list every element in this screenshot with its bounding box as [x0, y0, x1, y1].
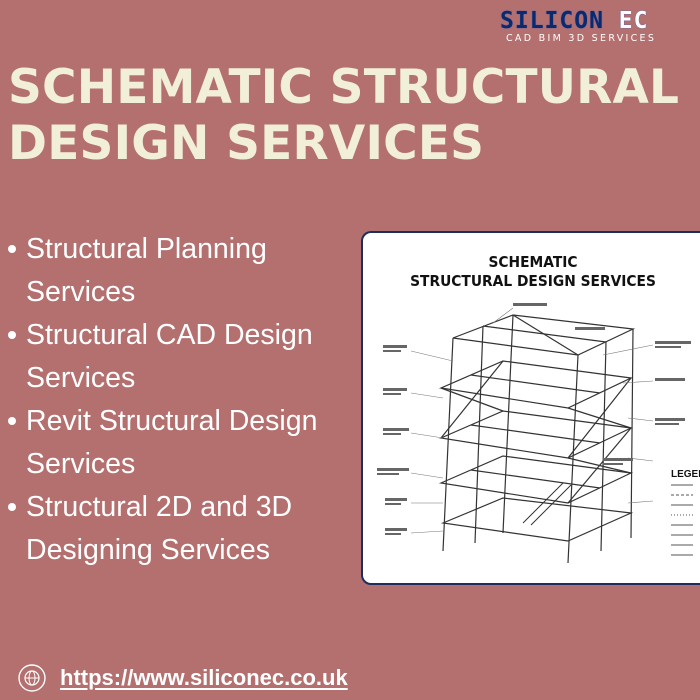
logo-mark-ec: EC	[618, 8, 649, 34]
service-item: Structural Planning Services	[6, 228, 356, 314]
illustration-title: SCHEMATIC STRUCTURAL DESIGN SERVICES	[377, 253, 690, 291]
website-link[interactable]: https://www.siliconec.co.uk	[60, 665, 348, 690]
silicon-ec-logo: SILICON EC CAD BIM 3D SERVICES	[500, 6, 700, 46]
services-list: Structural Planning Services Structural …	[6, 228, 356, 572]
steel-frame-drawing	[377, 303, 693, 564]
service-item: Structural CAD Design Services	[6, 314, 356, 400]
page-title: SCHEMATIC STRUCTURAL DESIGN SERVICES	[8, 60, 698, 172]
footer: https://www.siliconec.co.uk	[18, 663, 348, 693]
service-item: Revit Structural Design Services	[6, 400, 356, 486]
logo-tagline: CAD BIM 3D SERVICES	[506, 33, 657, 44]
service-item: Structural 2D and 3D Designing Services	[6, 486, 356, 572]
logo-wordmark: SILICON EC	[500, 8, 649, 34]
title-line-1: SCHEMATIC STRUCTURAL	[8, 60, 680, 115]
logo-mark-silicon: SILICON	[500, 8, 604, 34]
title-line-2: DESIGN SERVICES	[8, 116, 485, 171]
illustration-title-line-2: STRUCTURAL DESIGN SERVICES	[410, 272, 656, 290]
legend-title: LEGEND	[671, 469, 700, 480]
globe-icon	[18, 664, 46, 692]
structural-illustration-card: SCHEMATIC STRUCTURAL DESIGN SERVICES	[361, 231, 700, 585]
illustration-title-line-1: SCHEMATIC	[488, 253, 578, 271]
